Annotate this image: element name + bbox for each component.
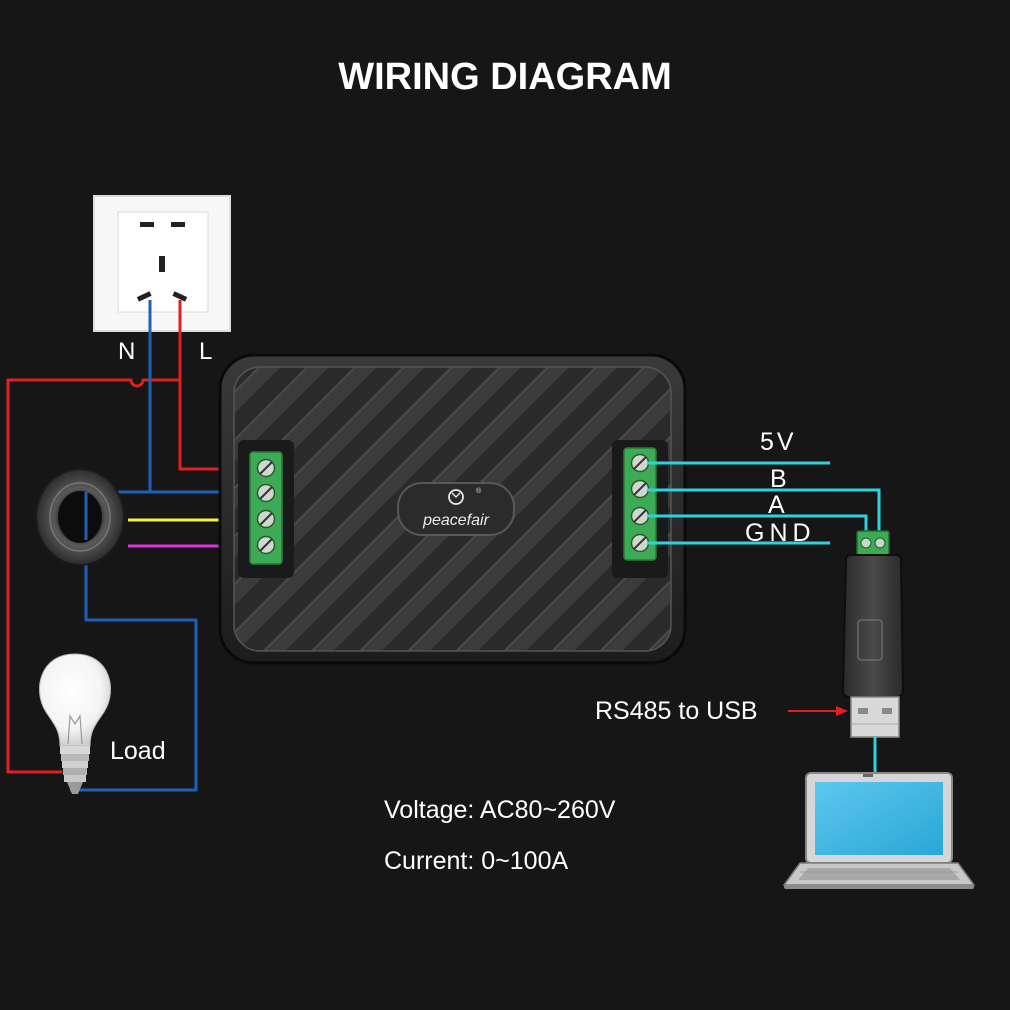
wall-socket: [93, 195, 231, 332]
converter-label: RS485 to USB: [595, 697, 758, 725]
wire-b: [648, 488, 881, 548]
svg-text:®: ®: [476, 487, 482, 495]
light-bulb-icon: [38, 653, 112, 794]
label-a: A: [768, 491, 785, 519]
current-transformer: [35, 468, 125, 566]
arrow-icon: [788, 706, 848, 716]
current-spec: Current: 0~100A: [384, 847, 568, 875]
brand-name: peacefair: [422, 512, 489, 529]
comm-terminal-block: [623, 447, 657, 561]
live-label: L: [199, 338, 212, 365]
laptop-icon: [782, 772, 976, 889]
voltage-spec: Voltage: AC80~260V: [384, 796, 616, 824]
page-title: WIRING DIAGRAM: [338, 56, 672, 98]
label-5v: 5V: [760, 428, 797, 456]
brand-badge: ® peacefair: [397, 482, 515, 536]
load-label: Load: [110, 737, 166, 765]
power-terminal-block: [249, 451, 283, 565]
label-gnd: GND: [745, 519, 816, 547]
live-wire: [6, 300, 182, 774]
rs485-usb-converter: [841, 530, 905, 738]
neutral-label: N: [118, 338, 135, 365]
label-b: B: [770, 465, 787, 493]
